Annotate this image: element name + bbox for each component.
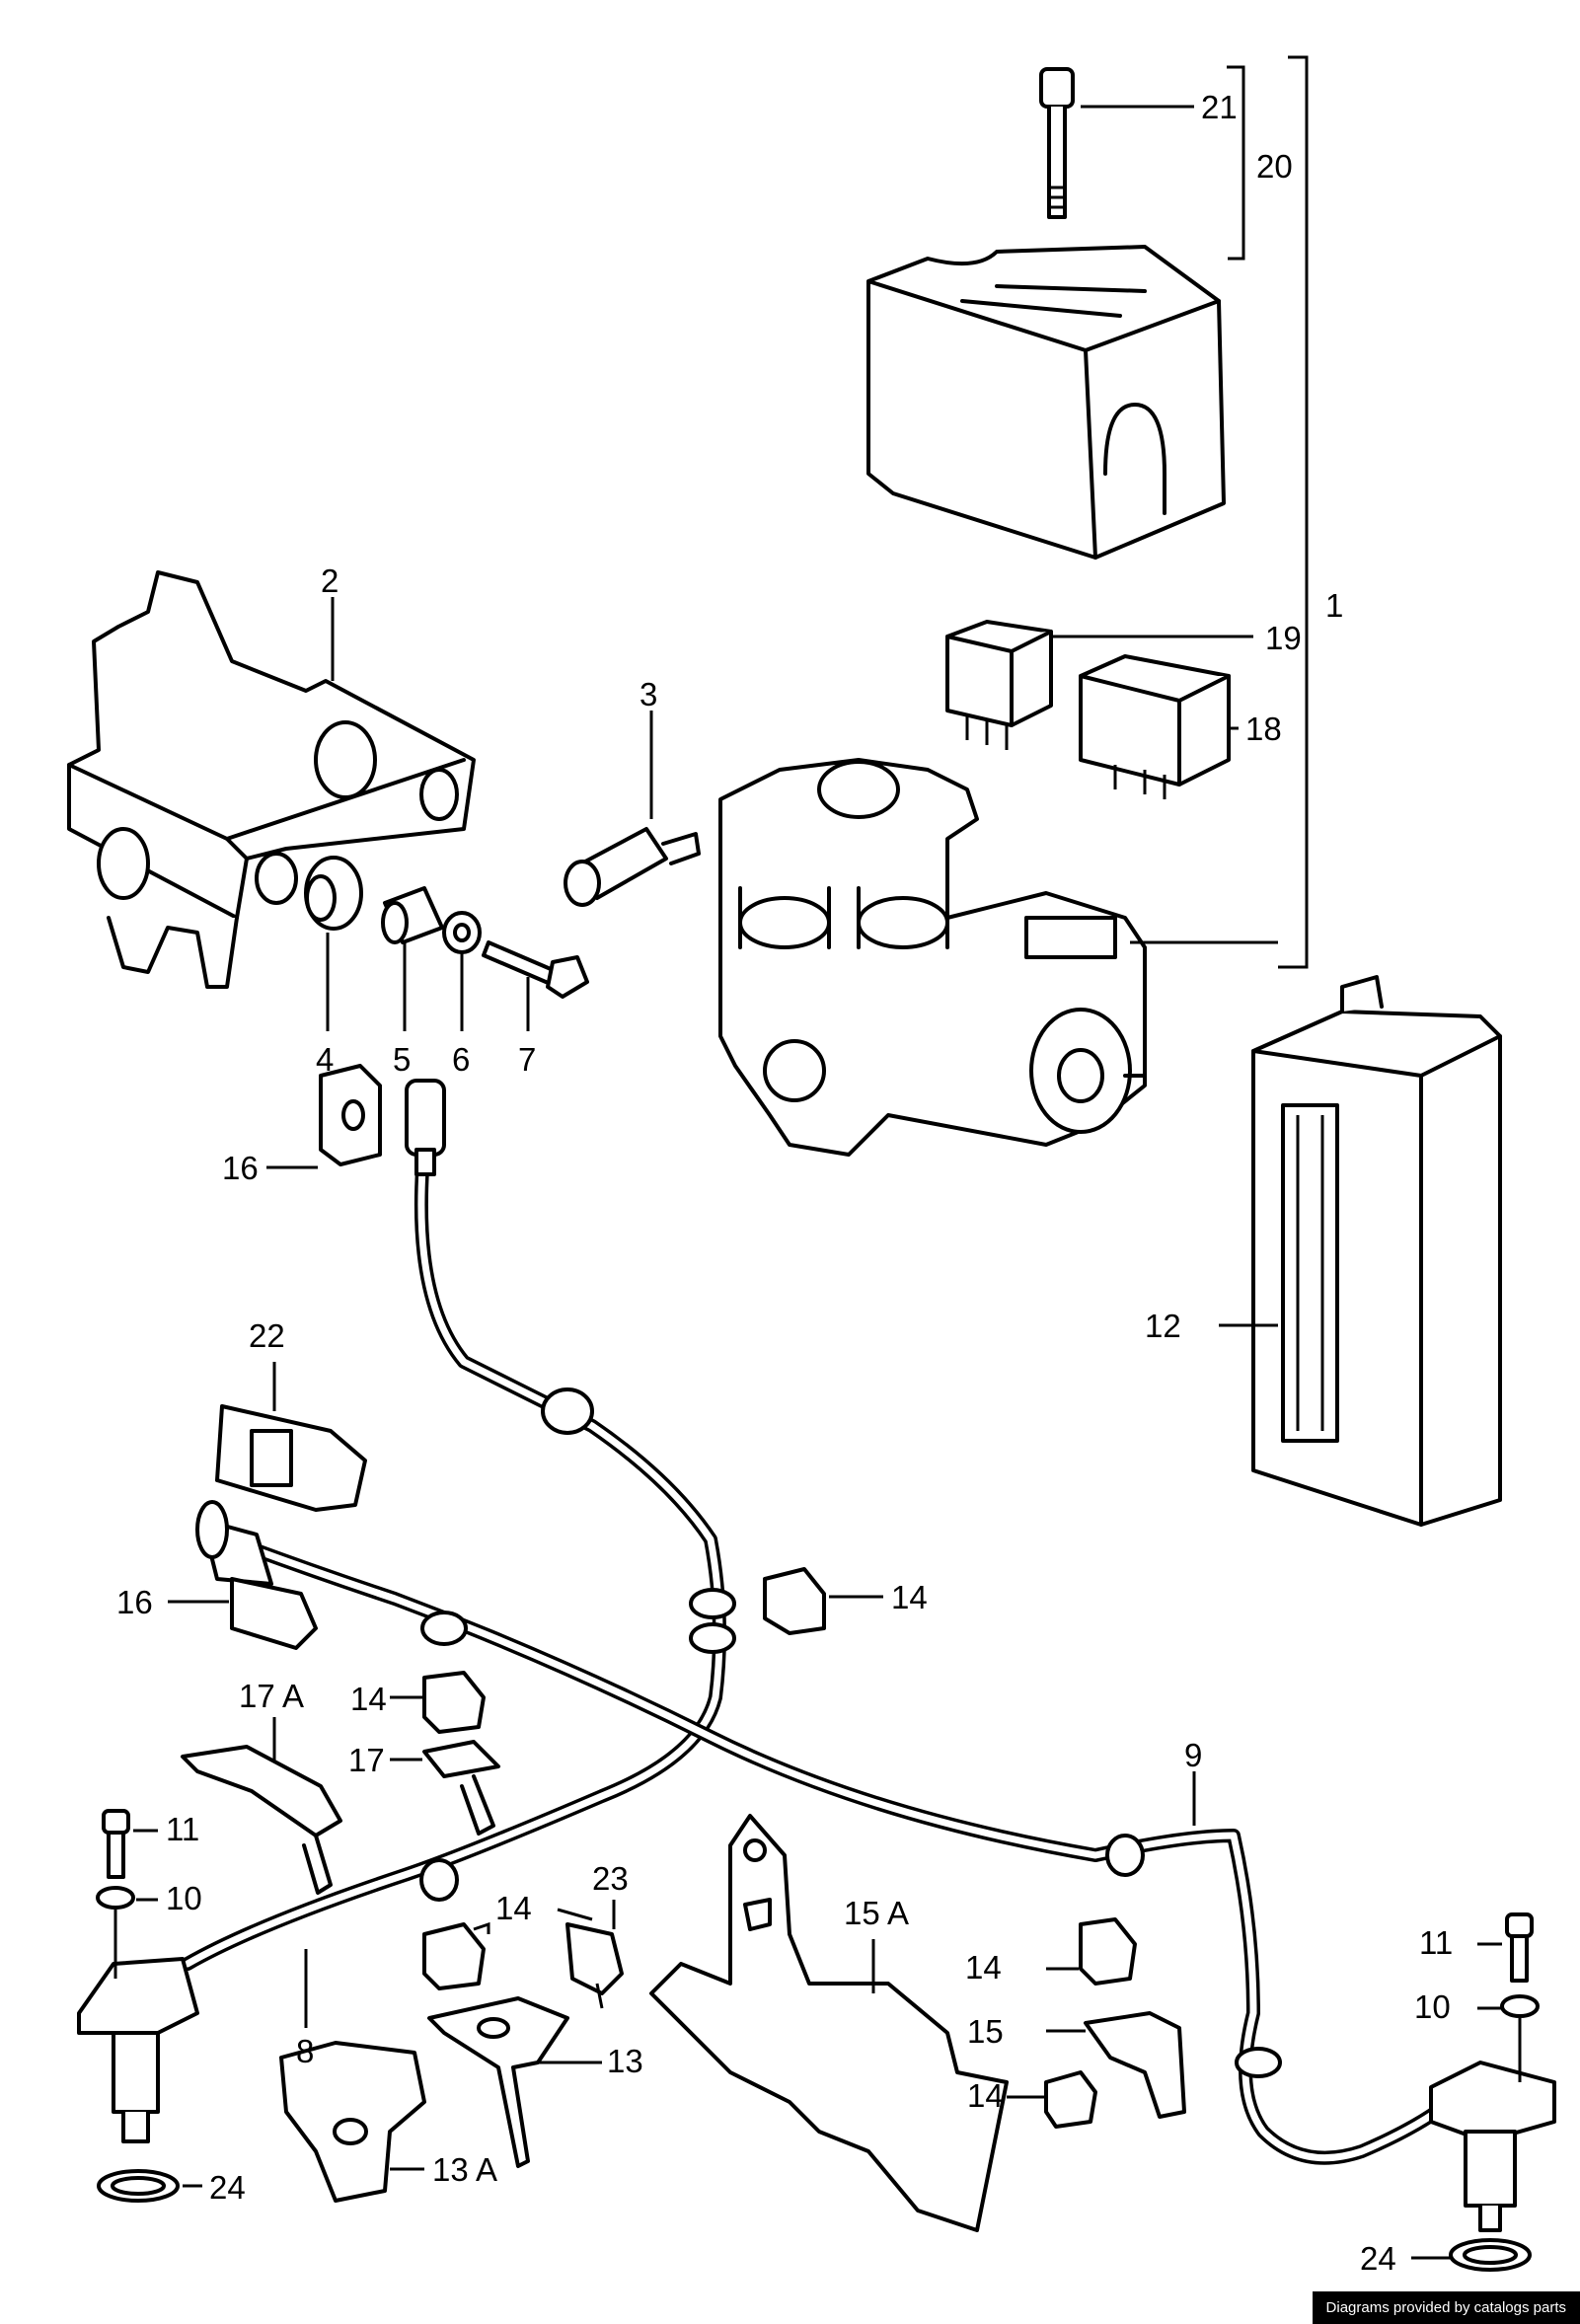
callout-16-upper: 16 <box>222 1150 259 1186</box>
speed-sensor-left <box>77 1957 199 2143</box>
callout-21: 21 <box>1201 89 1238 125</box>
callout-14-a: 14 <box>891 1579 928 1615</box>
relay-cover <box>866 245 1226 560</box>
clip-14-b <box>422 1671 486 1734</box>
cover-screw <box>1039 67 1075 219</box>
callout-14-c: 14 <box>495 1890 532 1926</box>
relay-19 <box>945 620 1053 750</box>
clip-17 <box>422 1740 500 1836</box>
bolt-11-left <box>102 1809 130 1879</box>
callout-3: 3 <box>640 676 657 712</box>
bolt-11-right <box>1505 1912 1534 1983</box>
clip-17a <box>181 1745 342 1895</box>
clip-14-e <box>1044 2070 1097 2129</box>
grommet-4 <box>304 856 363 931</box>
bracket-13 <box>427 1996 569 2168</box>
plug-16-lower <box>195 1500 273 1586</box>
bushing-3 <box>564 827 701 907</box>
o-ring-right <box>1449 2238 1532 2272</box>
bracket-15a <box>649 1814 1009 2232</box>
callout-19: 19 <box>1265 620 1302 656</box>
leader-14c <box>473 1921 490 1934</box>
diagram-credit: Diagrams provided by catalogs parts <box>1312 2291 1580 2324</box>
callout-6: 6 <box>452 1041 470 1078</box>
clip-22 <box>215 1404 367 1512</box>
sensor-cable-rear <box>220 1533 1467 2165</box>
callout-10-left: 10 <box>166 1880 202 1916</box>
clip-14-c <box>422 1922 486 1990</box>
callout-18: 18 <box>1245 711 1282 747</box>
clip-23 <box>557 1908 624 2009</box>
relay-18 <box>1079 654 1231 799</box>
hydraulic-unit <box>718 758 1147 1157</box>
group-bracket-1 <box>1278 55 1309 969</box>
cable-plug <box>405 1079 446 1176</box>
callout-2: 2 <box>321 562 339 599</box>
callout-12: 12 <box>1145 1308 1181 1344</box>
callout-5: 5 <box>393 1041 411 1078</box>
callout-8: 8 <box>296 2033 314 2069</box>
callout-23: 23 <box>592 1860 629 1897</box>
callout-14-e: 14 <box>967 2077 1004 2114</box>
control-unit <box>1251 975 1502 1527</box>
callout-10-right: 10 <box>1414 1988 1451 2025</box>
callout-14-b: 14 <box>350 1681 387 1717</box>
callout-14-d: 14 <box>965 1949 1002 1986</box>
clip-16-upper <box>319 1064 382 1166</box>
cable-grommet <box>419 1387 1282 2078</box>
callout-11-right: 11 <box>1419 1924 1453 1961</box>
callout-22: 22 <box>249 1317 285 1354</box>
callout-1: 1 <box>1325 587 1343 624</box>
mounting-bracket <box>67 570 476 989</box>
callout-11-left: 11 <box>166 1811 199 1847</box>
callout-4: 4 <box>316 1041 334 1078</box>
callout-9: 9 <box>1184 1737 1202 1773</box>
callout-13: 13 <box>607 2043 643 2079</box>
bracket-13a <box>279 2041 426 2203</box>
clip-16-lower <box>230 1577 318 1650</box>
washer-10-left <box>96 1886 135 1910</box>
speed-sensor-right <box>1429 2061 1556 2232</box>
callout-24-right: 24 <box>1360 2240 1396 2277</box>
callout-20: 20 <box>1256 148 1293 185</box>
callout-15a: 15 A <box>844 1895 909 1931</box>
callout-24-left: 24 <box>209 2169 246 2206</box>
callout-15: 15 <box>967 2013 1004 2050</box>
sleeve-5 <box>381 886 444 944</box>
o-ring-left <box>97 2169 180 2203</box>
callout-7: 7 <box>518 1041 536 1078</box>
callout-17a: 17 A <box>239 1678 304 1714</box>
callout-16-lower: 16 <box>116 1584 153 1620</box>
callout-13a: 13 A <box>432 2151 497 2188</box>
group-bracket-20 <box>1227 65 1245 261</box>
washer-10-right <box>1500 1994 1540 2018</box>
clip-14-a <box>763 1567 826 1635</box>
washer-6 <box>442 911 482 954</box>
clip-14-d <box>1079 1917 1137 1986</box>
bracket-15 <box>1084 2011 1186 2119</box>
callout-17: 17 <box>348 1742 385 1778</box>
bolt-7 <box>482 940 589 999</box>
